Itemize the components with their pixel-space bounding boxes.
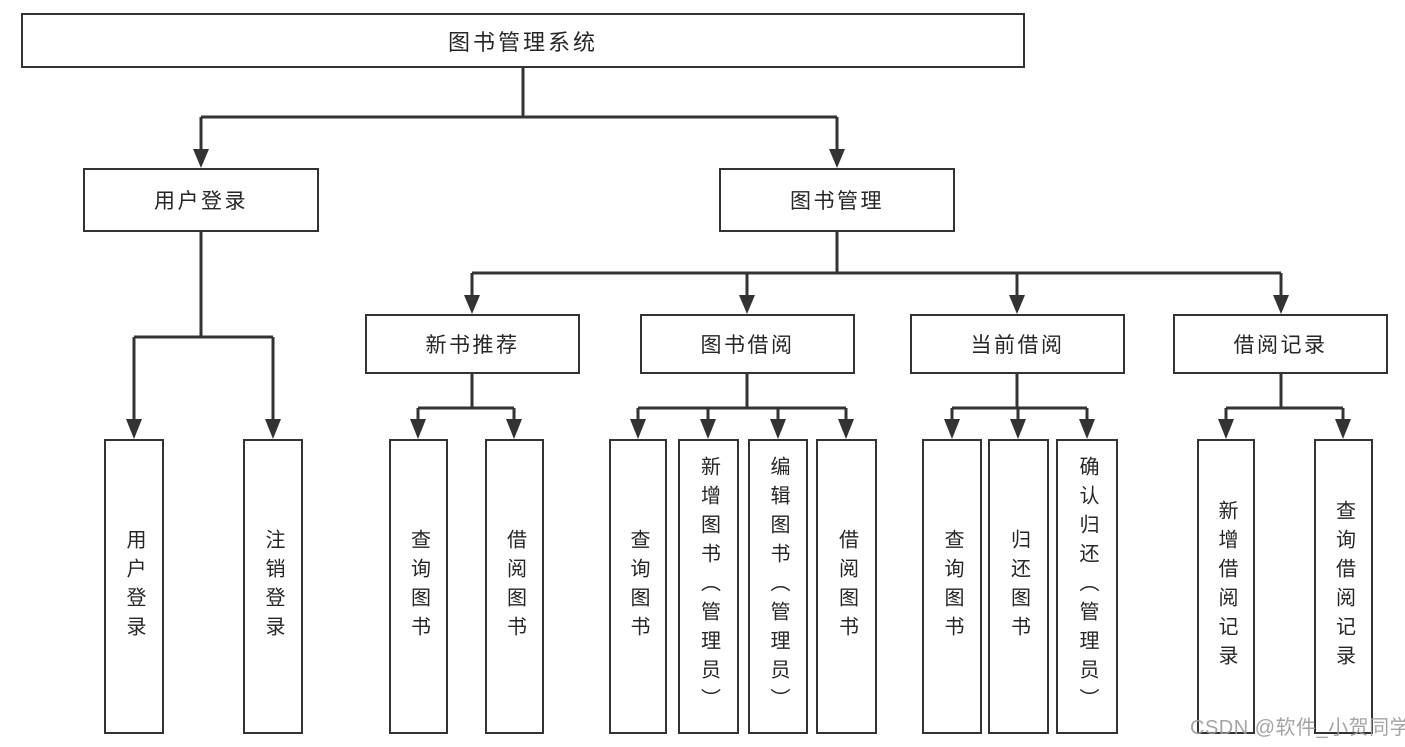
leaf-query-borrow-record: 查询借阅记录 <box>1314 439 1373 734</box>
leaf-borrow-books-borrowing: 借阅图书 <box>816 439 877 734</box>
node-label: 图书管理系统 <box>447 29 598 55</box>
node-label: 借阅图书 <box>503 528 526 645</box>
leaf-query-books-newbooks: 查询图书 <box>389 439 448 734</box>
node-new-book-recommendation: 新书推荐 <box>365 314 580 374</box>
node-label: 新增图书（管理员） <box>697 456 720 717</box>
node-label: 确认归还（管理员） <box>1076 456 1098 717</box>
node-label: 图书借阅 <box>700 334 795 357</box>
connector-root-to-level2 <box>199 68 839 150</box>
leaf-logout: 注销登录 <box>243 439 303 734</box>
node-label: 借阅记录 <box>1233 334 1328 357</box>
node-book-management: 图书管理 <box>719 168 955 232</box>
node-label: 用户登录 <box>154 190 248 213</box>
node-label: 查询图书 <box>627 528 649 645</box>
node-book-borrowing: 图书借阅 <box>640 314 855 374</box>
leaf-edit-books-admin: 编辑图书（管理员） <box>748 439 808 734</box>
node-borrowing-records: 借阅记录 <box>1173 314 1388 374</box>
connector-userlogin-to-leaves <box>132 232 275 420</box>
connector-newbooks-to-leaves <box>416 374 516 420</box>
connector-current-to-leaves <box>950 374 1089 420</box>
csdn-watermark: CSDN @软件_小贺同学 <box>1190 717 1405 739</box>
leaf-confirm-return-admin: 确认归还（管理员） <box>1056 439 1118 734</box>
node-current-borrowing: 当前借阅 <box>910 314 1125 374</box>
node-label: 图书管理 <box>790 190 884 213</box>
leaf-return-books: 归还图书 <box>988 439 1049 734</box>
connector-bookmgmt-to-level3 <box>470 232 1283 296</box>
node-label: 查询图书 <box>941 528 963 645</box>
leaf-user-login: 用户登录 <box>104 439 164 734</box>
node-label: 归还图书 <box>1007 528 1030 645</box>
node-label: 当前借阅 <box>970 334 1065 357</box>
node-label: 新增借阅记录 <box>1215 499 1237 674</box>
leaf-add-books-admin: 新增图书（管理员） <box>678 439 739 734</box>
node-label: 查询图书 <box>407 528 430 645</box>
node-label: 编辑图书（管理员） <box>767 456 789 717</box>
leaf-query-books-current: 查询图书 <box>922 439 982 734</box>
node-label: 注销登录 <box>262 528 284 645</box>
node-library-management-system: 图书管理系统 <box>21 13 1025 68</box>
connector-records-to-leaves <box>1224 374 1345 420</box>
node-label: 借阅图书 <box>835 528 858 645</box>
node-user-login: 用户登录 <box>83 168 319 232</box>
leaf-query-books-borrowing: 查询图书 <box>609 439 667 734</box>
leaf-add-borrow-record: 新增借阅记录 <box>1197 439 1255 734</box>
node-label: 用户登录 <box>123 528 145 645</box>
connector-borrowing-to-leaves <box>636 374 848 420</box>
node-label: 查询借阅记录 <box>1332 499 1355 674</box>
leaf-borrow-books-newbooks: 借阅图书 <box>485 439 544 734</box>
node-label: 新书推荐 <box>425 334 520 357</box>
